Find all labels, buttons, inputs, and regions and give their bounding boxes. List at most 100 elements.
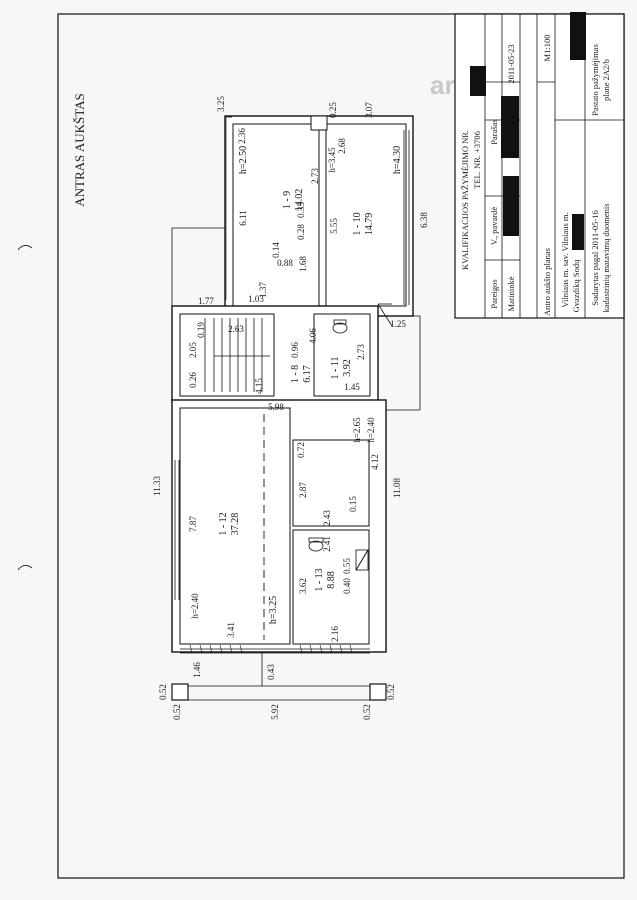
dim-label: 0.52 (362, 704, 372, 720)
redacted-block (570, 12, 586, 60)
room-area: 14.02 (294, 189, 305, 212)
tb-date: 2011-05-23 (506, 44, 516, 83)
dim-label: 3.25 (216, 96, 226, 112)
dim-label: 2.43 (322, 510, 332, 526)
dim-label: 2.73 (310, 168, 320, 184)
dim-label: h=2.40 (366, 417, 376, 443)
dim-label: 4.15 (254, 378, 264, 394)
tb-col-pavarde: V., pavardė (489, 207, 499, 246)
dimension-labels: 3.25 0.25 3.07 2.36 2.68 h=3.45 2.73 6.1… (152, 96, 429, 720)
dim-label: 2.68 (337, 138, 347, 154)
dim-label: h=3.45 (327, 147, 337, 173)
tb-address-line2: Gvazdikų Sodų (571, 259, 581, 312)
dim-label: h=2.40 (190, 593, 200, 619)
column-marker (369, 683, 387, 701)
dim-label: 2.36 (237, 128, 247, 144)
dim-label: 4.12 (370, 454, 380, 470)
dim-label: 4.06 (308, 328, 318, 344)
room-area: 3.92 (342, 359, 353, 377)
room-area: 37.28 (230, 513, 241, 536)
tb-col-parasas: Parašas (489, 119, 499, 145)
dim-label: 3.62 (298, 578, 308, 594)
room-1-13-outline (292, 529, 370, 645)
dim-label: 0.96 (290, 342, 300, 358)
room-area: 14.79 (364, 213, 375, 236)
room-id: 1 - 11 (330, 357, 341, 380)
dim-label: 0.52 (158, 684, 168, 700)
dim-label: 1.03 (248, 294, 264, 304)
wall-hatch (189, 644, 353, 654)
wc-icon (332, 322, 348, 334)
dim-label: 1.37 (258, 282, 268, 298)
dim-label: 0.43 (266, 664, 276, 680)
dim-label: 1.25 (390, 319, 406, 329)
dim-label: 1.46 (192, 662, 202, 678)
dim-label: h=2.65 (352, 417, 362, 443)
dim-label: 1.45 (344, 382, 360, 392)
tb-row-matininke: Matininkė (506, 276, 516, 311)
title-block: KVALIFIKACIJOS PAŽYMĖJIMO NR. TEL. NR. +… (454, 12, 625, 319)
column-marker (171, 683, 189, 701)
boiler-icon (355, 549, 369, 571)
dim-label: 0.55 (342, 558, 352, 574)
tb-compiled-line2: kadastrinių matavimų duomenis (601, 203, 611, 312)
dim-label: 2.73 (356, 344, 366, 360)
binder-mark (17, 245, 33, 251)
wc-icon (308, 540, 324, 552)
room-id: 1 - 13 (314, 568, 325, 591)
dim-label: 0.25 (328, 102, 338, 118)
dim-label: 0.14 (271, 242, 281, 258)
dim-label: 0.33 (296, 202, 306, 218)
dim-label: 2.41 (322, 536, 332, 552)
dim-label: 1.77 (198, 296, 214, 306)
dim-label: 6.38 (419, 212, 429, 228)
dim-label: 2.63 (228, 324, 244, 334)
tb-plan-no-label2: plane 2A2/b (601, 59, 611, 101)
tb-col-pareigos: Pareigos (489, 279, 499, 308)
room-area: 6.17 (302, 365, 313, 383)
dim-label: 3.41 (226, 622, 236, 638)
tb-plan-no-label1: Pastato pažymėjimas (590, 44, 600, 116)
room-id: 1 - 10 (352, 212, 363, 235)
room-height: h=4.30 (392, 146, 403, 174)
dim-label: 0.26 (188, 372, 198, 388)
redacted-block (501, 96, 519, 158)
dim-label: 0.15 (348, 496, 358, 512)
dim-label: 5.98 (268, 402, 284, 412)
room-1-10-outline (325, 123, 407, 307)
dim-label: 0.52 (172, 704, 182, 720)
floor-plan (171, 115, 421, 701)
sheet-frame (57, 13, 625, 879)
redacted-block (503, 176, 519, 236)
tb-scale: M1:100 (542, 35, 552, 62)
binder-mark (17, 565, 33, 571)
dim-label: 5.55 (329, 218, 339, 234)
room-1-12-outline (179, 407, 291, 645)
room-id: 1 - 9 (282, 191, 293, 209)
dim-label: 0.52 (386, 684, 396, 700)
tb-compiled-line1: Sudarytas pagal 2011-05-16 (590, 210, 600, 306)
dim-label: 2.05 (188, 342, 198, 358)
tb-plan-title: Antro aukšto planas (542, 248, 552, 316)
dim-label: 6.11 (238, 210, 248, 225)
tb-address-line1: Vilniaus m. sav. Vilniaus m. (560, 212, 570, 307)
dim-label: 3.07 (364, 102, 374, 118)
dim-label: 11.08 (392, 478, 402, 498)
room-height: h=2.50 (238, 146, 249, 174)
dim-label: 2.87 (298, 482, 308, 498)
tb-header-line1: KVALIFIKACIJOS PAŽYMĖJIMO NR. (460, 130, 470, 270)
room-height: h=3.25 (268, 596, 279, 624)
dim-label: 5.92 (270, 704, 280, 720)
dim-label: 2.16 (330, 626, 340, 642)
room-1-9-outline (232, 123, 320, 307)
room-id: 1 - 12 (218, 512, 229, 535)
redacted-block (470, 66, 486, 96)
column (310, 115, 328, 131)
dim-label: 11.33 (152, 476, 162, 496)
room-id: 1 - 8 (290, 365, 301, 383)
room-area: 8.88 (326, 571, 337, 589)
dim-label: 0.72 (296, 442, 306, 458)
redacted-block (572, 214, 584, 250)
tb-header-line2: TEL. NR. +3706 (472, 131, 482, 189)
